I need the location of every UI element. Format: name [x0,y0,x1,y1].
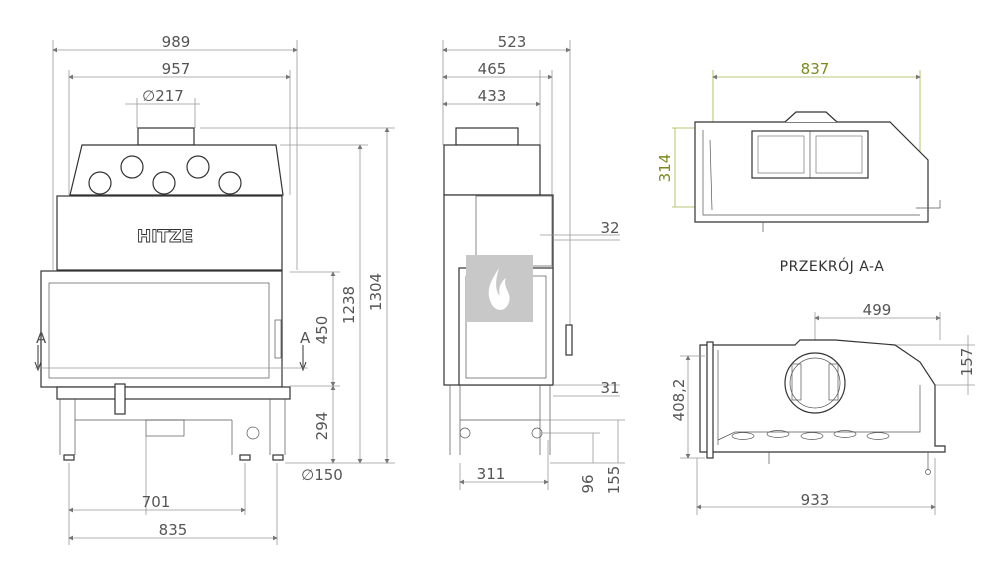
dim-835: 835 [159,521,188,539]
dim-433: 433 [478,87,507,105]
flue-ring [784,352,846,414]
dim-989: 989 [162,33,191,51]
section-view: 837 314 PRZEKRÓJ A-A [656,60,941,275]
dim-499: 499 [863,301,892,319]
dim-311: 311 [477,465,506,483]
dim-408-2: 408,2 [670,379,688,422]
dim-957: 957 [162,60,191,78]
door-frame [40,270,283,388]
convection-outlets-top [731,430,890,440]
dim-933: 933 [801,491,830,509]
top-view: 499 157 408,2 933 [670,301,976,515]
dim-1304: 1304 [367,273,385,311]
dim-701: 701 [142,493,171,511]
side-view: 523 465 433 32 31 311 96 155 [442,33,625,495]
dim-294: 294 [313,412,331,441]
brand-logo: HITZE [137,227,193,247]
dim-31: 31 [600,379,619,397]
dim-outlet-diameter: ∅150 [301,466,343,484]
front-view: HITZE A A 989 957 ∅217 450 294 1238 1304 [34,33,395,545]
flue-collar [137,127,195,146]
dim-flue-diameter: ∅217 [142,87,184,105]
dim-523: 523 [498,33,527,51]
dim-32: 32 [600,219,619,237]
dim-96: 96 [579,474,597,493]
door-handle [114,383,126,415]
section-marker-right: A [300,329,311,347]
dim-465: 465 [478,60,507,78]
dim-837: 837 [801,60,830,78]
door-glass [48,282,270,379]
dim-1238: 1238 [340,286,358,324]
dim-450: 450 [313,316,331,345]
dim-157: 157 [958,348,976,377]
section-marker-left: A [36,329,47,347]
section-title: PRZEKRÓJ A-A [780,257,885,275]
flame-icon [488,268,510,310]
dim-155: 155 [605,466,623,495]
convection-outlets [88,155,242,195]
dim-314: 314 [656,154,674,183]
